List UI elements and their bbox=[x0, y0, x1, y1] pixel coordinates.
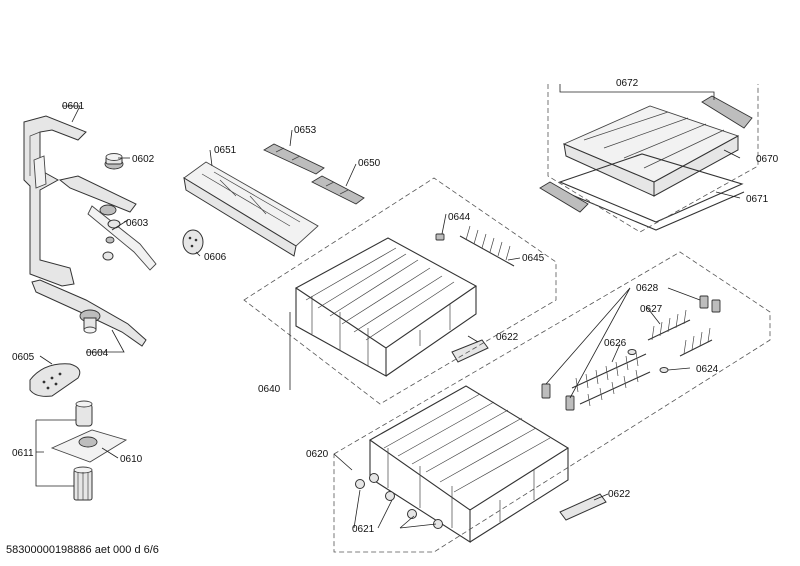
callout-0621: 0621 bbox=[352, 524, 375, 535]
part-0644-clip bbox=[435, 233, 445, 241]
callout-0620: 0620 bbox=[306, 449, 329, 460]
part-0670-slide-rail bbox=[701, 95, 753, 129]
callout-0644: 0644 bbox=[448, 212, 471, 223]
part-0601-supply-pipe bbox=[23, 115, 87, 287]
callout-0671: 0671 bbox=[746, 194, 769, 205]
third-rack-group-outline bbox=[547, 84, 759, 233]
part-0620-lower-rack bbox=[368, 385, 570, 544]
callout-0606: 0606 bbox=[204, 252, 227, 263]
callout-0622-upper: 0622 bbox=[496, 332, 519, 343]
callout-0640: 0640 bbox=[258, 384, 281, 395]
callout-0653: 0653 bbox=[294, 125, 317, 136]
callout-0626: 0626 bbox=[604, 338, 627, 349]
part-0602-hub bbox=[104, 153, 124, 170]
part-0603-upper-spray-arm bbox=[58, 175, 157, 271]
leader-lines bbox=[35, 84, 741, 529]
callout-0602: 0602 bbox=[132, 154, 155, 165]
callout-0601: 0601 bbox=[62, 101, 85, 112]
part-0653-cutlery-clip bbox=[263, 143, 325, 175]
part-0640-upper-rack bbox=[294, 237, 478, 377]
upper-rack-group-outline bbox=[243, 177, 557, 405]
document-id: 58300000198886 aet 000 d 6/6 bbox=[6, 544, 159, 556]
part-0651-cutlery-basket bbox=[183, 161, 319, 257]
callout-0650: 0650 bbox=[358, 158, 381, 169]
callout-0624: 0624 bbox=[696, 364, 719, 375]
part-0626-0628-folding-tines bbox=[541, 295, 721, 411]
callout-0605: 0605 bbox=[12, 352, 35, 363]
part-0671-rack-frame bbox=[539, 153, 745, 231]
callout-0604: 0604 bbox=[86, 348, 109, 359]
callout-0611: 0611 bbox=[12, 448, 34, 459]
part-0605-filter-cover bbox=[29, 363, 81, 397]
callout-0627: 0627 bbox=[640, 304, 663, 315]
callout-0645: 0645 bbox=[522, 253, 545, 264]
callout-0622-lower: 0622 bbox=[608, 489, 631, 500]
part-0624-clips bbox=[627, 349, 669, 373]
part-0604-lower-spray-arm bbox=[31, 279, 147, 347]
part-0621-wheels bbox=[355, 473, 443, 529]
callout-0651: 0651 bbox=[214, 145, 237, 156]
part-0650-cutlery-clip bbox=[311, 175, 365, 205]
callout-0603: 0603 bbox=[126, 218, 149, 229]
part-0610-0611-filter-assembly bbox=[50, 400, 128, 501]
part-0645-tine-row bbox=[459, 225, 515, 267]
part-0606-cover-disc bbox=[182, 229, 204, 255]
callout-0610: 0610 bbox=[120, 454, 143, 465]
callout-0670: 0670 bbox=[756, 154, 779, 165]
part-0622-handle-lower bbox=[559, 493, 607, 521]
lower-rack-group-outline bbox=[333, 251, 771, 553]
callout-0672: 0672 bbox=[616, 78, 639, 89]
part-0672-cutlery-tray bbox=[562, 105, 740, 197]
callout-0628: 0628 bbox=[636, 283, 659, 294]
